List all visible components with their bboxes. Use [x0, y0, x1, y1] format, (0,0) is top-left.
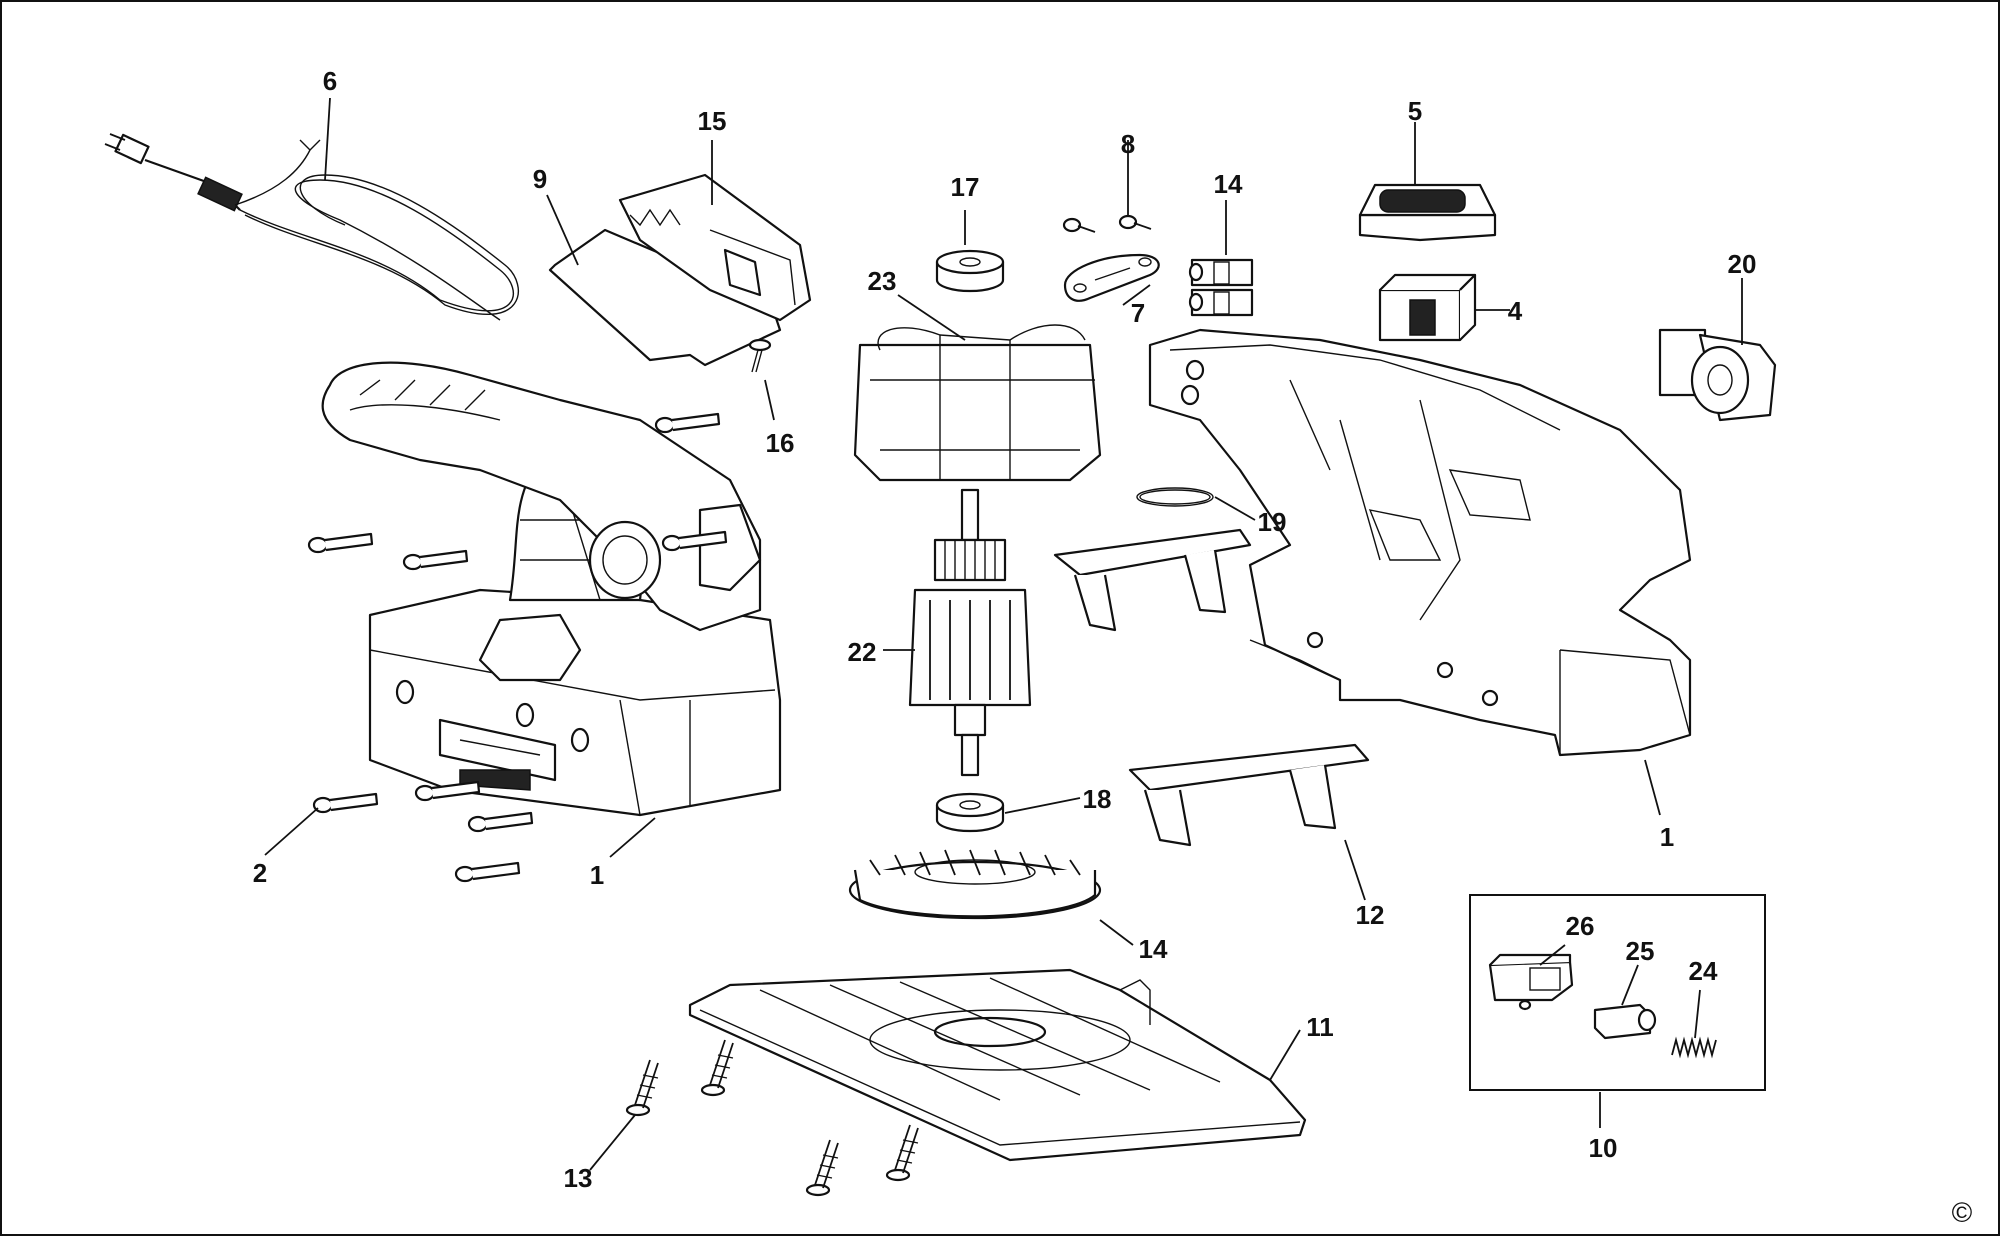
- callout-21: 20: [1728, 249, 1757, 279]
- small-screw: [748, 338, 772, 373]
- platen-screws: [625, 1039, 919, 1197]
- bearing-top: [935, 249, 1005, 293]
- callout-15: 14: [1214, 169, 1243, 199]
- callout-17: 16: [766, 428, 795, 458]
- callout-1-left: 1: [590, 860, 604, 890]
- callout-18: 17: [951, 172, 980, 202]
- brush-kit-box: [1469, 894, 1766, 1091]
- copyright-mark: ©: [1952, 1197, 1973, 1228]
- power-cord: [104, 133, 519, 321]
- leader-lines: [264, 97, 1743, 1171]
- callout-4: 4: [1508, 296, 1523, 326]
- callout-labels: 6 15 9 16 8 17 14 5 20 23 7 4 19 22 18 1…: [253, 66, 1973, 1228]
- brush-holder: [1488, 953, 1574, 1011]
- callout-20: 19: [1258, 507, 1287, 537]
- callout-1-right: 1: [1660, 822, 1674, 852]
- callout-14: 14: [1139, 934, 1168, 964]
- callout-16: 15: [698, 106, 727, 136]
- callout-23: 23: [868, 266, 897, 296]
- callout-19: 18: [1083, 784, 1112, 814]
- armature: [908, 488, 1032, 777]
- fan: [848, 849, 1102, 920]
- callout-7: 7: [1131, 298, 1145, 328]
- callout-10: 10: [1589, 1133, 1618, 1163]
- sanding-platen: [688, 968, 1307, 1162]
- callout-5: 5: [1408, 96, 1422, 126]
- callout-26: 26: [1566, 911, 1595, 941]
- dust-port: [1658, 328, 1777, 422]
- brush-spring: [1671, 1036, 1717, 1059]
- cord-guard: [618, 173, 812, 322]
- base-housing-left: [321, 361, 782, 817]
- callout-8: 8: [1121, 129, 1135, 159]
- callout-6: 6: [323, 66, 337, 96]
- platen-support-upper: [1053, 528, 1252, 632]
- switch: [1378, 273, 1477, 342]
- clamp-screws: [1062, 214, 1152, 233]
- screws-left: [307, 412, 728, 883]
- o-ring: [1136, 487, 1214, 507]
- housing-half-right: [1148, 328, 1692, 757]
- callout-25: 25: [1626, 936, 1655, 966]
- field-stator: [853, 324, 1102, 482]
- cord-clamp-plate: [1063, 253, 1160, 302]
- callout-24: 24: [1689, 956, 1718, 986]
- bearing-bottom: [935, 792, 1005, 833]
- callout-9: 9: [533, 164, 547, 194]
- callout-22: 22: [848, 637, 877, 667]
- callout-13: 13: [564, 1163, 593, 1193]
- callout-11: 11: [1306, 1012, 1334, 1042]
- carbon-brush: [1593, 1003, 1657, 1040]
- callout-12: 12: [1356, 900, 1385, 930]
- callout-2: 2: [253, 858, 267, 888]
- switch-cover: [1358, 183, 1497, 242]
- platen-support-lower: [1128, 743, 1370, 847]
- terminal-block: [1188, 258, 1254, 317]
